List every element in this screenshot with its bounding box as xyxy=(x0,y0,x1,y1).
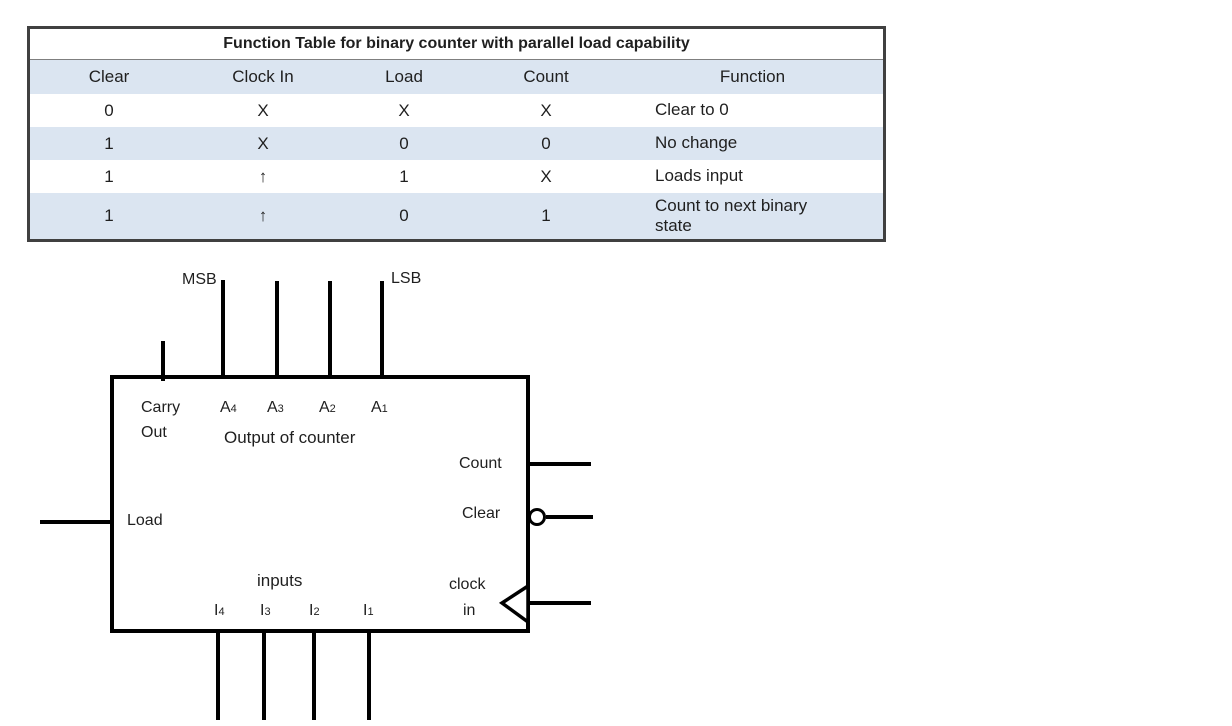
function-table-header-row: Clear Clock In Load Count Function xyxy=(30,60,883,94)
cell-count: X xyxy=(540,166,552,186)
column-header-clear: Clear xyxy=(88,67,130,86)
cell-count: 1 xyxy=(541,206,551,225)
cell-clear: 0 xyxy=(104,100,114,120)
carry-out-wire xyxy=(161,341,165,381)
input-pin-label-i4: I4 xyxy=(214,602,225,619)
output-wire-a3 xyxy=(275,281,279,379)
function-table: Function Table for binary counter with p… xyxy=(27,26,886,242)
input-wire-i2 xyxy=(312,631,316,720)
input-wire-i3 xyxy=(262,631,266,720)
cell-clear: 1 xyxy=(104,133,114,153)
cell-clock-in: ↑ xyxy=(258,206,268,225)
output-pin-label-a1: A1 xyxy=(371,399,388,416)
table-row: 1 ↑ 0 1 Count to next binary state xyxy=(30,193,883,239)
clear-inversion-bubble xyxy=(528,508,546,526)
cell-load: 0 xyxy=(399,133,409,153)
input-pin-label-i1: I1 xyxy=(363,602,374,619)
count-label: Count xyxy=(459,455,502,472)
load-label: Load xyxy=(127,512,163,529)
output-wire-a1 xyxy=(380,281,384,379)
clear-wire xyxy=(546,515,593,519)
counter-chip-box xyxy=(110,375,530,633)
clock-label-line1: clock xyxy=(449,576,486,593)
cell-function: No change xyxy=(655,133,738,153)
inputs-caption: inputs xyxy=(257,571,303,590)
output-pin-label-a4: A4 xyxy=(220,399,237,416)
input-pin-label-i3: I3 xyxy=(260,602,271,619)
input-wire-i4 xyxy=(216,631,220,720)
cell-clock-in: X xyxy=(257,133,269,153)
load-wire xyxy=(40,520,110,524)
column-header-clock-in: Clock In xyxy=(232,67,294,86)
carry-out-label-line2: Out xyxy=(141,424,167,441)
msb-label: MSB xyxy=(182,271,217,288)
output-wire-a2 xyxy=(328,281,332,379)
table-row: 1 X 0 0 No change xyxy=(30,127,883,160)
table-row: 0 X X X Clear to 0 xyxy=(30,94,883,127)
column-header-load: Load xyxy=(385,67,423,86)
clock-wire xyxy=(529,601,591,605)
output-pin-label-a3: A3 xyxy=(267,399,284,416)
cell-count: 0 xyxy=(541,133,551,153)
cell-clock-in: X xyxy=(257,100,269,120)
input-wire-i1 xyxy=(367,631,371,720)
count-wire xyxy=(529,462,591,466)
lsb-label: LSB xyxy=(391,270,422,287)
cell-function: Clear to 0 xyxy=(655,100,729,120)
cell-load: 0 xyxy=(399,206,409,225)
cell-load: 1 xyxy=(399,166,409,186)
column-header-function: Function xyxy=(719,67,786,86)
column-header-count: Count xyxy=(523,67,569,86)
function-table-title: Function Table for binary counter with p… xyxy=(30,29,883,60)
output-wire-a4 xyxy=(221,280,225,379)
cell-function: Loads input xyxy=(655,166,743,186)
output-pin-label-a2: A2 xyxy=(319,399,336,416)
output-caption: Output of counter xyxy=(224,428,356,447)
cell-clear: 1 xyxy=(104,206,114,225)
input-pin-label-i2: I2 xyxy=(309,602,320,619)
cell-count: X xyxy=(540,100,552,120)
clear-label: Clear xyxy=(462,505,501,522)
clock-edge-triangle-icon xyxy=(498,583,530,625)
clock-label-line2: in xyxy=(463,602,476,619)
carry-out-label-line1: Carry xyxy=(141,399,181,416)
cell-load: X xyxy=(398,100,410,120)
table-row: 1 ↑ 1 X Loads input xyxy=(30,160,883,193)
cell-function: Count to next binary state xyxy=(655,195,808,235)
cell-clear: 1 xyxy=(104,166,114,186)
cell-clock-in: ↑ xyxy=(258,166,268,186)
